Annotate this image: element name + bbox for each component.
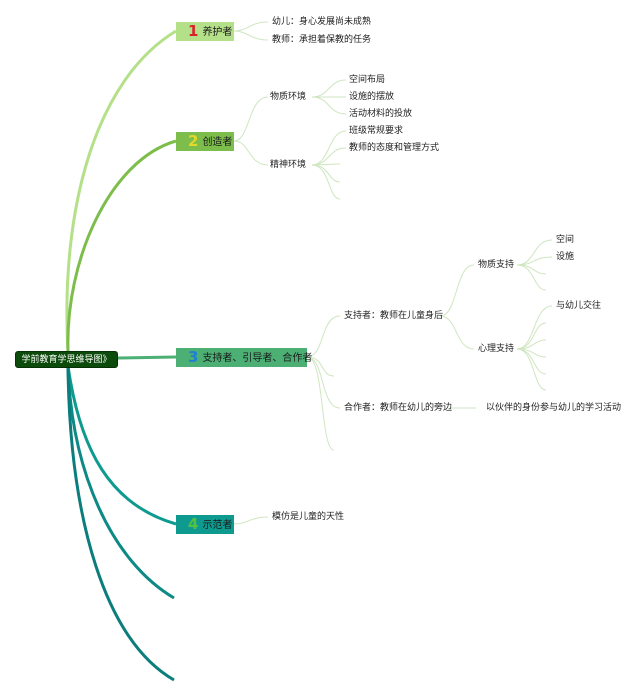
leaf-text[interactable]: 幼儿：身心发展尚未成熟	[272, 17, 372, 27]
leaf-text[interactable]: 活动材料的投放	[349, 109, 413, 119]
number-badge-1: 1	[188, 22, 199, 40]
leaf-text[interactable]: 与幼儿交往	[556, 301, 602, 311]
node-label: 养护者	[202, 27, 233, 38]
leaf-text[interactable]: 班级常规要求	[349, 126, 404, 136]
leaf-text[interactable]: 空间布局	[349, 75, 386, 85]
leaf-text[interactable]: 教师的态度和管理方式	[349, 143, 440, 153]
node-label: 支持者、引导者、合作者	[202, 353, 313, 364]
leaf-text[interactable]: 模仿是儿童的天性	[272, 512, 345, 522]
subnode-spiritual-environment[interactable]: 精神环境	[270, 160, 307, 170]
branch-line-2	[66, 139, 177, 353]
leaf-text[interactable]: 设施的摆放	[349, 92, 395, 102]
leaf-text[interactable]: 教师：承担着保教的任务	[272, 35, 372, 45]
number-badge-3: 3	[188, 348, 199, 366]
leaf-text[interactable]: 设施	[556, 252, 575, 262]
node-label: 创造者	[202, 137, 233, 148]
subnode-collaborator[interactable]: 合作者：教师在幼儿的旁边	[344, 403, 453, 413]
branch-line-4	[66, 365, 177, 526]
branch-line-6	[66, 367, 175, 682]
leaf-text[interactable]: 以伙伴的身份参与幼儿的学习活动	[486, 403, 622, 413]
branch-line-3	[117, 355, 177, 360]
subnode-psychological-support[interactable]: 心理支持	[478, 344, 515, 354]
number-badge-4: 4	[188, 515, 199, 533]
node-label: 示范者	[202, 520, 233, 531]
branch-line-1	[65, 29, 177, 353]
subnode-material-support[interactable]: 物质支持	[478, 260, 515, 270]
number-badge-2: 2	[188, 132, 199, 150]
subnode-supporter[interactable]: 支持者：教师在儿童身后	[344, 311, 444, 321]
subnode-material-environment[interactable]: 物质环境	[270, 92, 307, 102]
root-node[interactable]: 学前教育学思维导图》	[15, 351, 118, 368]
leaf-text[interactable]: 空间	[556, 235, 575, 245]
branch-line-5	[66, 367, 175, 600]
